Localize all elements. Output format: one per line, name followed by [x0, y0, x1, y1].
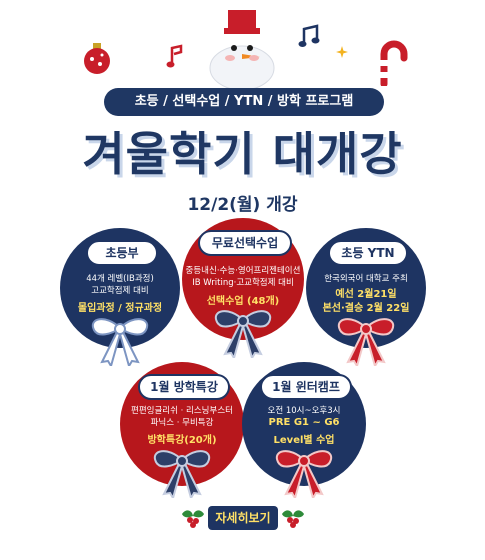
holly-icon: [282, 510, 304, 528]
music-note-icon: [298, 24, 320, 47]
card-title: 1월 방학특강: [138, 374, 230, 400]
card-line: IB Writing·고교학점제 대비: [192, 278, 294, 288]
ribbon-bow-icon: [214, 310, 272, 358]
ribbon-bow-icon: [91, 318, 149, 366]
card-highlight: Level별 수업: [273, 435, 335, 446]
sparkle-icon: [336, 46, 348, 58]
page-title: 겨울학기 대개강: [82, 127, 403, 181]
ornament-icon: [84, 43, 110, 74]
card-title: 초등부: [86, 240, 158, 266]
card-highlight: PRE G1 ~ G6: [268, 417, 340, 428]
card-highlight: 본선·결승 2월 22일: [322, 303, 410, 314]
card-line: 중등내신·수능·영어프리젠테이션: [185, 266, 301, 276]
card-line: 오전 10시~오후3시: [267, 406, 341, 416]
detail-button[interactable]: 자세히보기: [208, 506, 278, 530]
card-line: 파닉스 · 무비특강: [150, 418, 214, 428]
candy-cane-icon: [380, 40, 408, 86]
ribbon-bow-icon: [275, 450, 333, 498]
snowman-icon: [209, 10, 275, 90]
open-date: 12/2(월) 개강: [187, 195, 298, 215]
category-pill: 초등 / 선택수업 / YTN / 방학 프로그램: [104, 88, 384, 116]
card-title: 무료선택수업: [198, 230, 292, 256]
card-title: 초등 YTN: [328, 240, 408, 266]
card-highlight: 몰입과정 / 정규과정: [77, 303, 163, 314]
holly-icon: [182, 510, 204, 528]
ribbon-bow-icon: [337, 318, 395, 366]
card-title: 1월 윈터캠프: [260, 374, 352, 400]
ribbon-bow-icon: [153, 450, 211, 498]
card-line: 한국외국어 대학교 주최: [324, 274, 408, 284]
card-highlight: 방학특강(20개): [147, 435, 217, 446]
card-line: 고교학점제 대비: [91, 286, 149, 296]
card-highlight: 선택수업 (48개): [206, 296, 280, 307]
card-line: 44개 레벨(IB과정): [86, 274, 154, 284]
card-highlight: 예선 2월21일: [335, 289, 397, 300]
music-note-icon: [166, 44, 183, 68]
card-line: 편편잉글리쉬 · 리스닝부스터: [131, 406, 233, 416]
